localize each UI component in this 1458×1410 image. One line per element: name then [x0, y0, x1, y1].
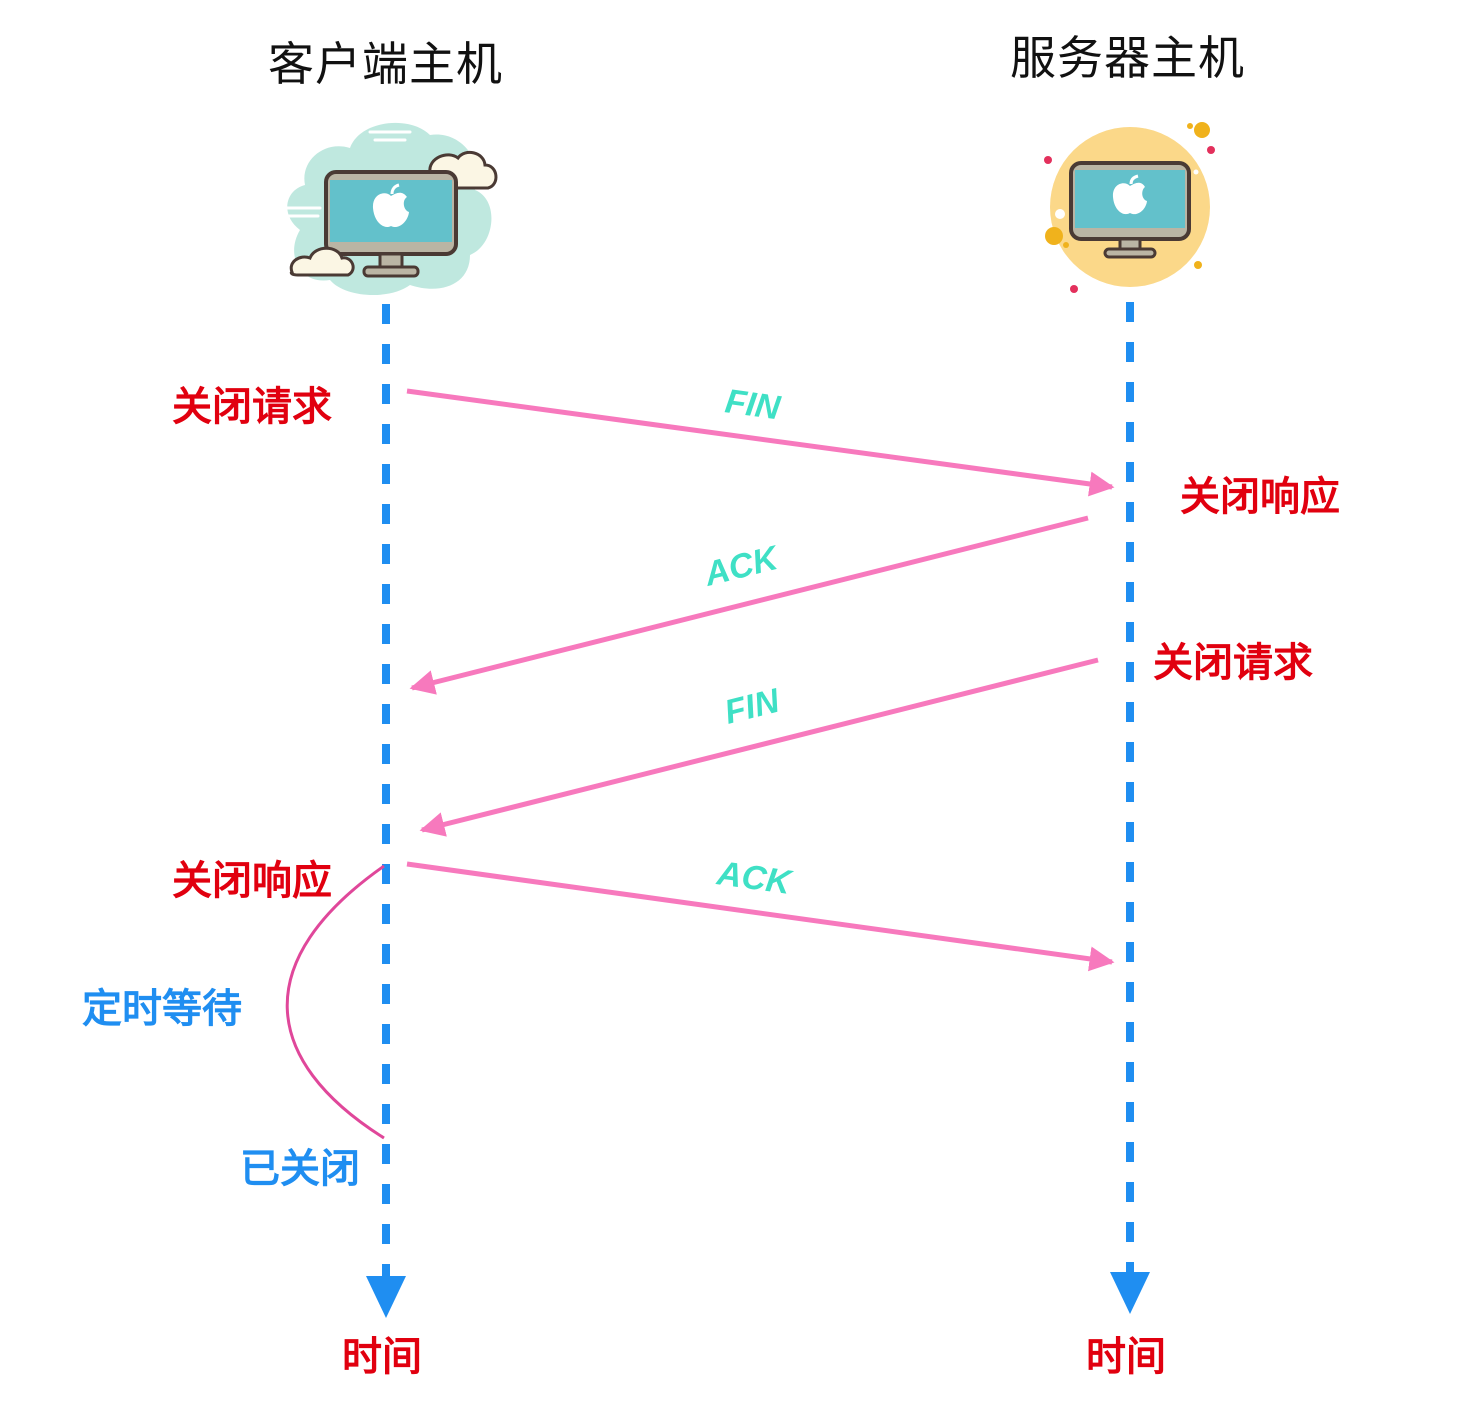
message-arrow-fin-2 [419, 657, 1099, 837]
server-close-response-label: 关闭响应 [1180, 474, 1340, 520]
message-arrow-ack-2 [406, 861, 1115, 972]
message-arrow-ack-1 [409, 515, 1089, 695]
client-close-request-label: 关闭请求 [172, 384, 332, 430]
client-time-arrowhead [366, 1276, 406, 1318]
client-host-title: 客户端主机 [268, 37, 503, 91]
computer-sun-icon [1044, 122, 1215, 293]
server-time-label: 时间 [1086, 1334, 1166, 1380]
message-arrow-fin-1 [406, 388, 1115, 497]
message-label-ack-1: ACK [700, 538, 784, 594]
client-close-response-label: 关闭响应 [172, 858, 332, 904]
message-label-ack-2: ACK [714, 854, 796, 902]
closed-label: 已关闭 [240, 1146, 360, 1192]
server-time-arrowhead [1110, 1272, 1150, 1314]
timed-wait-curve [285, 864, 385, 1140]
server-host-title: 服务器主机 [1010, 31, 1245, 85]
server-close-request-label: 关闭请求 [1153, 640, 1313, 686]
computer-cloud-icon [281, 122, 498, 296]
message-label-fin-2: FIN [721, 681, 785, 731]
message-label-fin-1: FIN [723, 382, 784, 427]
client-time-label: 时间 [342, 1334, 422, 1380]
timed-wait-label: 定时等待 [82, 986, 242, 1032]
